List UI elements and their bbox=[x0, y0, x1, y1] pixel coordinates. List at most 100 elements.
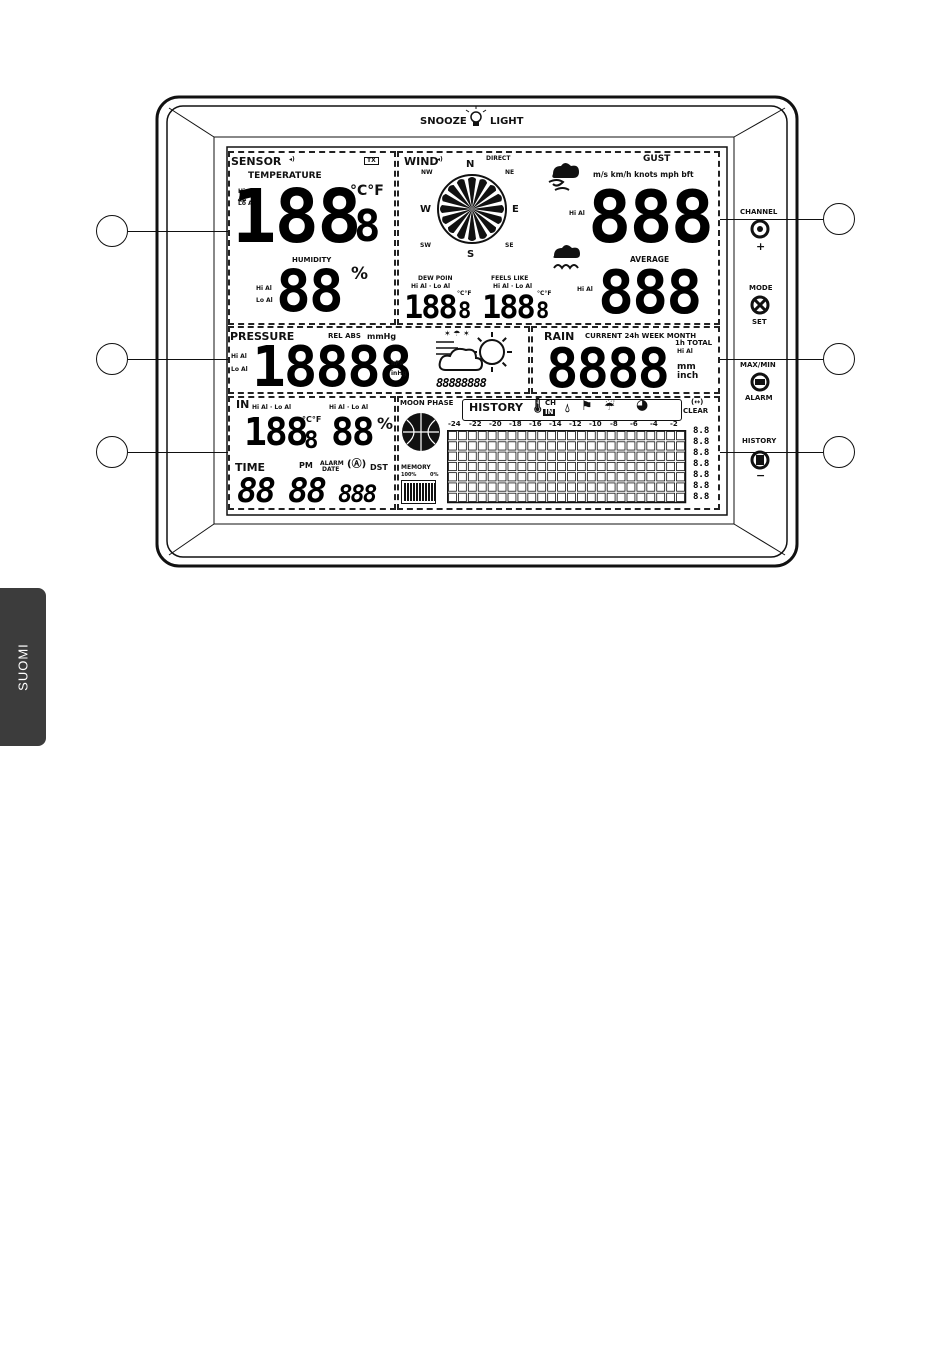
wind-signal-icon: ◂) bbox=[437, 156, 443, 163]
feels-like-label: FEELS LIKE bbox=[491, 275, 529, 282]
rain-cloud-icon: ☔︎ bbox=[604, 399, 615, 413]
callout-circle bbox=[823, 436, 855, 468]
feels-hi-lo: Hi Al · Lo Al bbox=[493, 283, 533, 290]
dst-label: DST bbox=[370, 463, 388, 472]
compass-s: S bbox=[467, 249, 475, 260]
bell-icon: 🔔︎ bbox=[237, 193, 248, 202]
hour-label: -20 bbox=[489, 420, 502, 428]
gust-hi-al: Hi Al bbox=[569, 210, 585, 217]
wind-direct-label: DIRECT bbox=[486, 155, 511, 162]
dew-point-label: DEW POIN bbox=[418, 275, 453, 282]
pressure-title: PRESSURE bbox=[230, 330, 295, 343]
history-button-label: HISTORY bbox=[742, 437, 777, 445]
date-label: DATE bbox=[322, 466, 340, 473]
set-label: SET bbox=[752, 318, 767, 326]
scale-value: 8.8 bbox=[693, 492, 710, 502]
compass-n: N bbox=[466, 159, 475, 170]
forecast-icon: ✶ ☂ ✶ bbox=[436, 329, 512, 372]
rel-abs-label: REL ABS bbox=[328, 332, 361, 340]
rain-mm: mm bbox=[677, 362, 696, 372]
plus-label: + bbox=[756, 240, 766, 253]
history-in: IN bbox=[543, 408, 556, 416]
maxmin-label: MAX/MIN bbox=[740, 361, 776, 369]
rain-inch: inch bbox=[677, 371, 699, 381]
mode-set-button[interactable] bbox=[749, 294, 771, 316]
memory-bar bbox=[401, 480, 436, 504]
clear-icon: (↔) bbox=[691, 398, 704, 406]
hour-label: -2 bbox=[670, 420, 678, 428]
alarm-button-label: ALARM bbox=[745, 394, 773, 402]
memory-100: 100% bbox=[401, 472, 417, 478]
drop-icon: 💧︎ bbox=[565, 401, 570, 415]
average-label: AVERAGE bbox=[630, 255, 670, 264]
pressure-hi-al: Hi Al bbox=[231, 353, 247, 360]
compass-w: W bbox=[420, 204, 432, 215]
indoor-units: °C°F bbox=[302, 415, 322, 424]
hour-label: -4 bbox=[650, 420, 658, 428]
gust-digits: 888 bbox=[588, 175, 714, 259]
hour-label: -18 bbox=[509, 420, 522, 428]
compass-se: SE bbox=[505, 242, 514, 249]
pressure-digits: 18888 bbox=[252, 335, 413, 400]
signal-icon: ◂) bbox=[289, 156, 295, 163]
compass-sw: SW bbox=[420, 242, 431, 249]
dew-point-units: °C°F bbox=[457, 290, 472, 297]
leader-line bbox=[720, 359, 823, 360]
hour-label: -12 bbox=[569, 420, 582, 428]
moon-icon bbox=[402, 413, 440, 451]
pressure-panel bbox=[228, 326, 530, 394]
history-title: HISTORY bbox=[469, 401, 523, 414]
feels-like-digits: 188 bbox=[482, 288, 536, 326]
rain-total: 1h TOTAL bbox=[675, 339, 713, 347]
indoor-hi-lo: Hi Al · Lo Al bbox=[252, 404, 292, 411]
callout-circle bbox=[96, 215, 128, 247]
memory-0: 0% bbox=[430, 472, 439, 478]
hour-label: -6 bbox=[630, 420, 638, 428]
gust-label: GUST bbox=[643, 154, 671, 164]
compass-e: E bbox=[512, 204, 519, 215]
scale-value: 8.8 bbox=[693, 459, 710, 469]
callout-circle bbox=[823, 343, 855, 375]
average-wind-icon bbox=[553, 245, 580, 270]
scale-value: 8.8 bbox=[693, 481, 710, 491]
average-digits: 888 bbox=[598, 258, 702, 328]
hour-label: -14 bbox=[549, 420, 562, 428]
leader-line bbox=[720, 452, 823, 453]
indoor-hum-digits: 88 bbox=[331, 410, 375, 454]
alarm-label: ALARM bbox=[320, 460, 344, 467]
sensor-panel bbox=[228, 151, 396, 325]
wind-panel bbox=[397, 151, 720, 325]
history-bar bbox=[462, 399, 682, 421]
humidity-digits: 88 bbox=[276, 257, 344, 325]
time-seconds: 888 bbox=[338, 480, 377, 508]
inhg-label: inHg bbox=[391, 370, 407, 377]
humidity-label: HUMIDITY bbox=[292, 256, 332, 264]
scale-value: 8.8 bbox=[693, 426, 710, 436]
humidity-percent: % bbox=[351, 264, 369, 284]
gust-wind-icon bbox=[548, 163, 579, 191]
forecast-segments: 88888888 bbox=[436, 376, 487, 390]
pm-label: PM bbox=[299, 461, 313, 470]
history-ch: CH bbox=[545, 399, 556, 407]
moon-phase-label: MOON PHASE bbox=[400, 399, 454, 407]
hour-label: -22 bbox=[469, 420, 482, 428]
mode-label: MODE bbox=[749, 284, 773, 292]
channel-button[interactable] bbox=[749, 218, 771, 240]
clear-label: CLEAR bbox=[683, 407, 709, 415]
maxmin-alarm-button[interactable] bbox=[749, 371, 771, 393]
feels-like-units: °C°F bbox=[537, 290, 552, 297]
brand-left: SNOOZE bbox=[420, 116, 467, 127]
compass-ne: NE bbox=[505, 169, 515, 176]
svg-text:✶ ☂ ✶: ✶ ☂ ✶ bbox=[444, 329, 470, 338]
rain-periods: CURRENT 24h WEEK MONTH bbox=[585, 332, 697, 340]
brand-right: LIGHT bbox=[490, 116, 524, 127]
temperature-units: °C°F bbox=[350, 183, 384, 199]
channel-label: CHANNEL bbox=[740, 208, 778, 216]
temp-hi-al: Hi Al bbox=[238, 188, 254, 195]
hum-lo-al: Lo Al bbox=[256, 297, 273, 304]
indoor-title: IN bbox=[236, 398, 250, 411]
sensor-title: SENSOR bbox=[231, 155, 282, 168]
thermometer-icon: 🌡︎ bbox=[529, 398, 547, 414]
indoor-temp-decimal: 8 bbox=[304, 426, 319, 454]
dew-hi-lo: Hi Al · Lo Al bbox=[411, 283, 451, 290]
